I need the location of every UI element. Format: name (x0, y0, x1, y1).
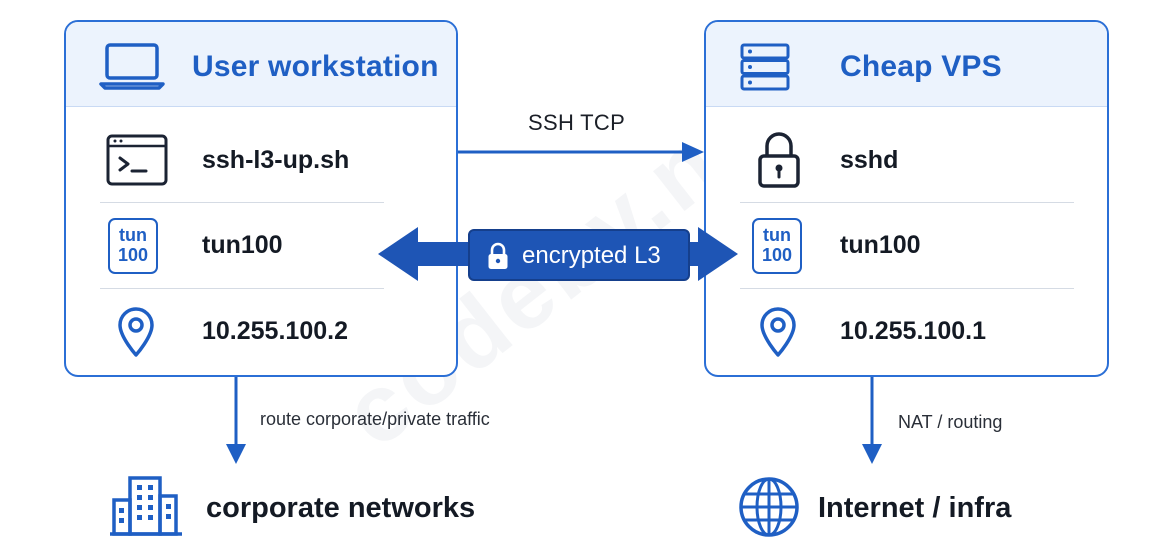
globe-icon (739, 477, 799, 537)
workstation-header: User workstation (66, 22, 456, 107)
location-pin-icon (760, 307, 796, 357)
server-icon (740, 43, 790, 91)
terminal-icon (106, 134, 168, 186)
vps-tun-badge-line1: tun (763, 225, 791, 245)
workstation-panel: User workstation ssh-l3-up.sh tun 100 tu… (64, 20, 458, 377)
workstation-divider-1 (100, 202, 384, 203)
vps-daemon-name: sshd (840, 146, 899, 174)
workstation-tun-badge: tun 100 (108, 218, 158, 274)
nat-routing-label: NAT / routing (898, 412, 1003, 432)
workstation-ip: 10.255.100.2 (202, 317, 348, 345)
workstation-tun-badge-line1: tun (119, 225, 147, 245)
lock-icon (758, 132, 800, 188)
lock-icon (488, 242, 508, 269)
route-down-arrow (226, 377, 246, 464)
vps-ip: 10.255.100.1 (840, 317, 986, 345)
vps-header: Cheap VPS (706, 22, 1107, 107)
route-traffic-label: route corporate/private traffic (260, 409, 490, 429)
internet-infra-label: Internet / infra (818, 492, 1012, 524)
vps-tun-name: tun100 (840, 231, 921, 259)
corporate-networks-label: corporate networks (206, 492, 476, 524)
encrypted-l3-badge: encrypted L3 (468, 229, 690, 281)
ssh-tcp-label: SSH TCP (528, 110, 626, 135)
workstation-tun-name: tun100 (202, 231, 283, 259)
workstation-divider-2 (100, 288, 384, 289)
location-pin-icon (118, 307, 154, 357)
vps-divider-1 (740, 202, 1074, 203)
nat-down-arrow (862, 377, 882, 464)
workstation-tun-badge-line2: 100 (117, 245, 149, 265)
encrypted-tunnel-arrow (378, 227, 738, 281)
ssh-tcp-arrow (458, 142, 704, 162)
vps-tun-badge: tun 100 (752, 218, 802, 274)
workstation-script-name: ssh-l3-up.sh (202, 146, 350, 174)
office-building-icon (110, 476, 182, 536)
vps-divider-2 (740, 288, 1074, 289)
vps-tun-badge-line2: 100 (761, 245, 793, 265)
encrypted-l3-label: encrypted L3 (522, 242, 661, 269)
vps-title: Cheap VPS (840, 50, 1002, 83)
vps-panel: Cheap VPS sshd tun 100 tun100 10.255.100… (704, 20, 1109, 377)
laptop-icon (99, 43, 165, 90)
workstation-title: User workstation (192, 50, 439, 83)
